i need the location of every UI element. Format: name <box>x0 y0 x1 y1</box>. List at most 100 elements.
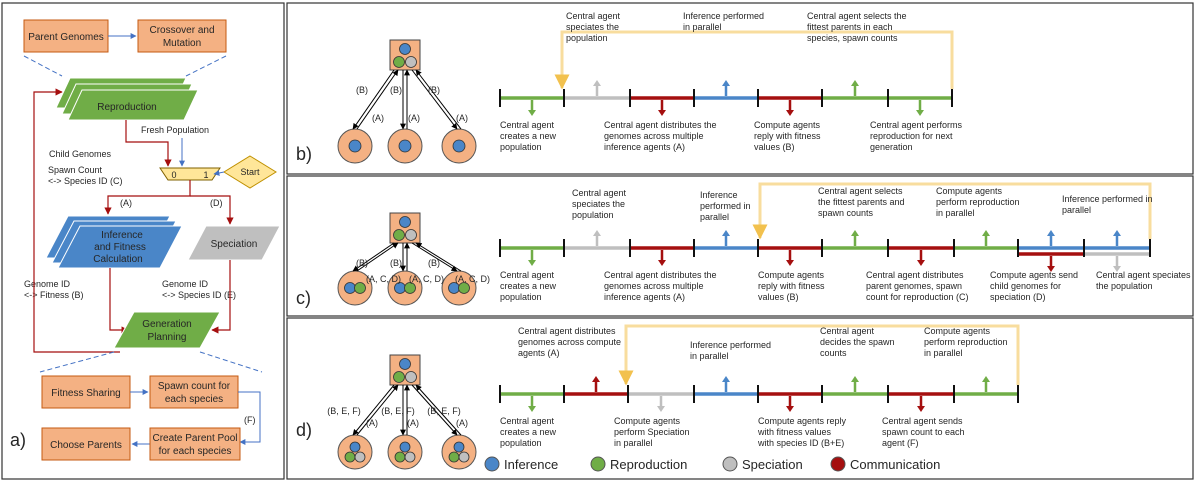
event-up-arrow-head <box>851 376 859 382</box>
legend-inference: Inference <box>504 457 558 472</box>
arrow-start <box>213 169 225 176</box>
link-label: (B) <box>428 85 440 95</box>
agent-inference-dot <box>452 139 466 153</box>
event-down-arrow-head <box>786 110 794 116</box>
central-speciation-dot <box>405 56 417 68</box>
link-label: (B) <box>356 85 368 95</box>
annotation-top: spawn counts <box>818 208 874 218</box>
annotation-top: perform reproduction <box>936 197 1020 207</box>
agent-reproduction-dot <box>448 451 460 463</box>
agent-inference-dot <box>348 139 362 153</box>
annotation-bottom: population <box>500 438 542 448</box>
link-label: (B, E, F) <box>427 406 461 416</box>
event-up-arrow-head <box>851 230 859 236</box>
speciation-shape <box>187 225 281 261</box>
crossover-line-2: Mutation <box>163 38 201 49</box>
annotation-top: Inference performed <box>690 340 771 350</box>
link-down <box>352 242 395 272</box>
spawn-each-line-2: each species <box>165 394 223 405</box>
agent-inference-dot <box>448 282 460 294</box>
annotation-bottom: creates a new <box>500 281 557 291</box>
generation-planning-shape <box>113 311 221 349</box>
panel-a: Parent Genomes Crossover and Mutation Re… <box>10 19 281 461</box>
annotation-bottom: in parallel <box>614 438 653 448</box>
choose-parents-label: Choose Parents <box>50 440 122 451</box>
link-up <box>356 384 399 436</box>
legend-reproduction: Reproduction <box>610 457 687 472</box>
annotation-bottom: generation <box>870 142 913 152</box>
annotation-bottom: values (B) <box>758 292 799 302</box>
annotation-bottom: values (B) <box>754 142 795 152</box>
central-speciation-dot <box>405 229 417 241</box>
inference-shape <box>57 225 183 269</box>
event-up-arrow-head <box>851 80 859 86</box>
annotation-top: parallel <box>700 212 729 222</box>
event-up-arrow-head <box>722 376 730 382</box>
zoom-line <box>39 351 115 373</box>
mux-1: 1 <box>203 170 208 180</box>
spawn-count-line-1: Spawn Count <box>48 165 103 175</box>
annotation-top: in parallel <box>936 208 975 218</box>
arrow-fitness <box>109 268 129 334</box>
annotation-bottom: Central agent <box>500 270 555 280</box>
event-down-arrow-head <box>786 260 794 266</box>
annotation-top: counts <box>820 348 847 358</box>
event-down-arrow-head <box>786 406 794 412</box>
event-up-arrow-head <box>1047 230 1055 236</box>
legend-reproduction-swatch <box>590 456 606 472</box>
annotation-top: Central agent <box>820 326 875 336</box>
fitness-sharing-label: Fitness Sharing <box>51 388 120 399</box>
agent-inference-dot <box>398 139 412 153</box>
annotation-bottom: Compute agents reply <box>758 416 847 426</box>
link-down <box>352 384 395 436</box>
annotation-bottom: Central agent <box>500 120 555 130</box>
event-down-arrow-head <box>917 260 925 266</box>
agent-reproduction-dot <box>354 282 366 294</box>
link-up <box>356 242 399 272</box>
annotation-top: Central agent distributes <box>518 326 616 336</box>
legend-inference-swatch <box>484 456 500 472</box>
annotation-top: genomes across compute <box>518 337 621 347</box>
agent-speciation-dot <box>354 451 366 463</box>
agent-speciation-dot <box>458 451 470 463</box>
panel-d-border <box>286 317 1194 480</box>
annotation-top: Compute agents <box>924 326 991 336</box>
inference-line-1: Inference <box>101 230 143 241</box>
agent-reproduction-dot <box>404 282 416 294</box>
event-down-arrow-head <box>916 110 924 116</box>
annotation-bottom: with species ID (B+E) <box>757 438 844 448</box>
annotation-top: population <box>566 33 608 43</box>
annotation-bottom: inference agents (A) <box>604 292 685 302</box>
annotation-bottom: population <box>500 292 542 302</box>
panel-d: d)(B, E, F)(A)(B, E, F)(A)(B, E, F)(A)Ce… <box>296 324 1020 470</box>
agent-speciation-dot <box>404 451 416 463</box>
panel-c-border <box>286 175 1194 317</box>
event-down-arrow-head <box>1047 266 1055 272</box>
central-reproduction-dot <box>393 229 405 241</box>
event-up-arrow-head <box>593 230 601 236</box>
legend-speciation-swatch <box>722 456 738 472</box>
annotation-top: Central agent <box>566 11 621 21</box>
central-inference-dot <box>399 216 411 228</box>
legend: Inference Reproduction Speciation Commun… <box>484 456 940 472</box>
agent-inference-dot <box>394 282 406 294</box>
event-down-arrow-head <box>658 260 666 266</box>
link-label: (B) <box>390 85 402 95</box>
panel-b-border <box>286 2 1194 175</box>
branch-d-label: (D) <box>210 198 223 208</box>
iteration-loop <box>554 30 954 90</box>
f-label: (F) <box>244 415 256 425</box>
annotation-bottom: child genomes for <box>990 281 1061 291</box>
annotation-bottom: genomes across multiple <box>604 281 704 291</box>
link-label: (B) <box>390 258 402 268</box>
link-up <box>415 242 462 272</box>
annotation-bottom: population <box>500 142 542 152</box>
event-up-arrow-head <box>1113 230 1121 236</box>
annotation-top: Central agent selects the <box>807 11 907 21</box>
link-label: (A) <box>366 418 378 428</box>
annotation-top: speciates the <box>572 199 625 209</box>
crossover-line-1: Crossover and <box>149 25 214 36</box>
start-diamond <box>223 155 277 189</box>
event-down-arrow-head <box>1113 266 1121 272</box>
